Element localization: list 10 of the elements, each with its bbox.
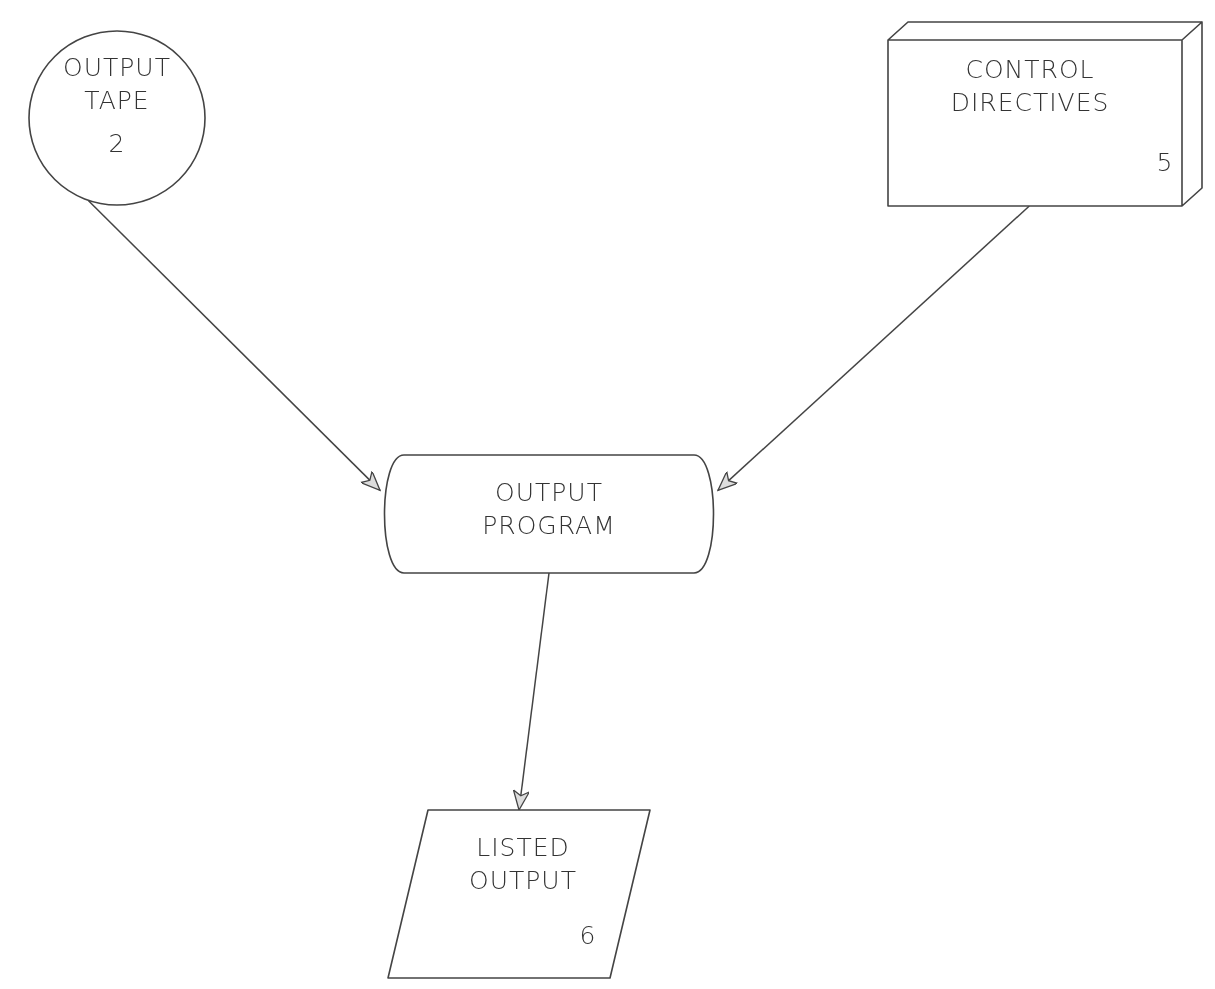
node-label: LISTED OUTPUT bbox=[468, 832, 578, 897]
arrow bbox=[512, 572, 550, 811]
node-label: OUTPUT TAPE bbox=[62, 52, 172, 117]
node-label: OUTPUT PROGRAM bbox=[481, 477, 617, 542]
node-number: 5 bbox=[1155, 147, 1175, 179]
node-number: 6 bbox=[578, 920, 598, 952]
arrow bbox=[87, 199, 381, 492]
node-label: CONTROL DIRECTIVES bbox=[949, 54, 1111, 119]
arrow bbox=[717, 205, 1031, 492]
node-number: 2 bbox=[107, 128, 127, 160]
